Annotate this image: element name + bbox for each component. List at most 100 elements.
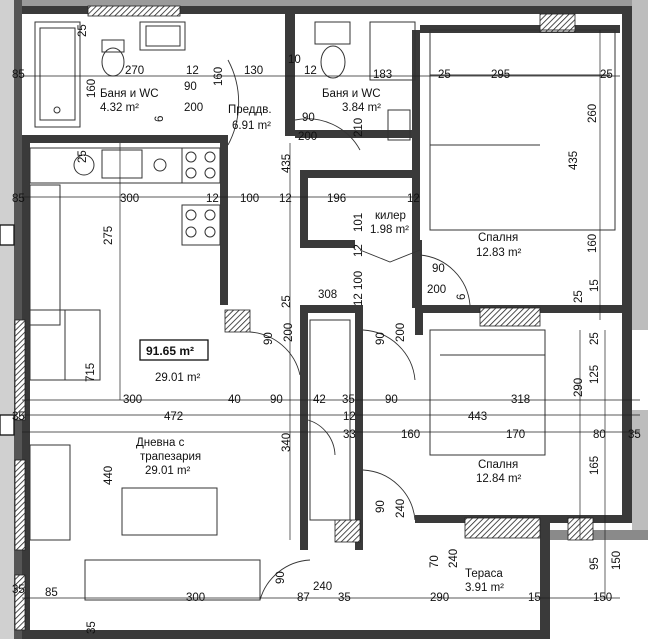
dim: 160 bbox=[86, 79, 98, 98]
dim: 150 bbox=[611, 551, 623, 570]
dim: 435 bbox=[281, 154, 293, 173]
dim: 443 bbox=[468, 411, 487, 423]
terrace-area: 3.91 m² bbox=[465, 582, 504, 594]
dim: 85 bbox=[45, 587, 58, 599]
dim: 200 bbox=[184, 102, 203, 114]
dim: 150 bbox=[593, 592, 612, 604]
dim: 25 bbox=[77, 150, 89, 163]
dim: 130 bbox=[244, 65, 263, 77]
bath2-area: 3.84 m² bbox=[342, 102, 381, 114]
dim: 90 bbox=[385, 394, 398, 406]
bath1-name: Баня и WC bbox=[100, 88, 159, 100]
dim: 200 bbox=[283, 323, 295, 342]
dim: 25 bbox=[77, 24, 89, 37]
dim: 25 bbox=[438, 69, 451, 81]
dim: 85 bbox=[12, 69, 25, 81]
hall-name: Преддв. bbox=[228, 104, 272, 116]
dim: 200 bbox=[298, 131, 317, 143]
dim: 33 bbox=[343, 429, 356, 441]
dim: 90 bbox=[432, 263, 445, 275]
dim: 90 bbox=[275, 571, 287, 584]
dim: 160 bbox=[587, 234, 599, 253]
dim: 340 bbox=[281, 433, 293, 452]
dim: 90 bbox=[270, 394, 283, 406]
dim: 35 bbox=[342, 394, 355, 406]
structural-columns bbox=[0, 5, 594, 631]
bath2-name: Баня и WC bbox=[322, 88, 381, 100]
living-name-line1: Дневна с bbox=[136, 437, 185, 449]
dim: 6 bbox=[154, 116, 166, 122]
dim: 42 bbox=[313, 394, 326, 406]
dim: 95 bbox=[589, 557, 601, 570]
dim: 90 bbox=[302, 112, 315, 124]
bedroom1-name: Спалня bbox=[478, 232, 518, 244]
terrace-name: Тераса bbox=[465, 568, 503, 580]
dim: 240 bbox=[448, 549, 460, 568]
dim: 12 bbox=[186, 65, 199, 77]
dim: 260 bbox=[587, 104, 599, 123]
dim: 90 bbox=[263, 332, 275, 345]
dim: 70 bbox=[429, 555, 441, 568]
dim: 12 bbox=[407, 193, 420, 205]
dim: 15 bbox=[528, 592, 541, 604]
bath1-area: 4.32 m² bbox=[100, 102, 139, 114]
living-total-area: 29.01 m² bbox=[155, 372, 201, 384]
dim: 85 bbox=[12, 193, 25, 205]
dim: 275 bbox=[103, 226, 115, 245]
dim: 6 bbox=[456, 294, 468, 300]
dim: 80 bbox=[593, 429, 606, 441]
fixtures bbox=[29, 21, 616, 601]
dim: 12 bbox=[279, 193, 292, 205]
dim: 25 bbox=[600, 69, 613, 81]
dim: 90 bbox=[184, 81, 197, 93]
dim: 183 bbox=[373, 69, 392, 81]
total-area-box bbox=[139, 339, 209, 361]
dim: 160 bbox=[213, 67, 225, 86]
dim: 295 bbox=[491, 69, 510, 81]
dim: 100 bbox=[240, 193, 259, 205]
dim: 12 bbox=[353, 244, 365, 257]
closet-area: 1.98 m² bbox=[370, 224, 409, 236]
dim: 35 bbox=[86, 621, 98, 634]
dim: 300 bbox=[120, 193, 139, 205]
dim: 101 bbox=[353, 213, 365, 232]
dim: 308 bbox=[318, 289, 337, 301]
dim: 240 bbox=[313, 581, 332, 593]
dim: 300 bbox=[123, 394, 142, 406]
living-name-line2: трапезария bbox=[140, 451, 201, 463]
dim: 210 bbox=[353, 118, 365, 137]
dim: 15 bbox=[589, 279, 601, 292]
dim: 270 bbox=[125, 65, 144, 77]
dim: 90 bbox=[375, 332, 387, 345]
dim: 318 bbox=[511, 394, 530, 406]
dimension-texts: 25 270 12 160 130 10 12 183 25 295 25 85… bbox=[12, 24, 641, 634]
dim: 35 bbox=[12, 584, 25, 596]
closet-name: килер bbox=[375, 210, 406, 222]
dim: 472 bbox=[164, 411, 183, 423]
dim: 35 bbox=[628, 429, 641, 441]
dim: 290 bbox=[573, 378, 585, 397]
dimension-lines bbox=[22, 30, 640, 600]
dim: 170 bbox=[506, 429, 525, 441]
dim: 25 bbox=[281, 295, 293, 308]
dim: 200 bbox=[427, 284, 446, 296]
dim: 40 bbox=[228, 394, 241, 406]
dim: 100 bbox=[353, 271, 365, 290]
dim: 240 bbox=[395, 499, 407, 518]
dim: 12 bbox=[304, 65, 317, 77]
dim: 12 bbox=[343, 411, 356, 423]
total-area: 91.65 m² bbox=[146, 344, 194, 358]
dim: 715 bbox=[85, 363, 97, 382]
dim: 125 bbox=[589, 365, 601, 384]
dim: 10 bbox=[288, 54, 301, 66]
dim: 25 bbox=[589, 332, 601, 345]
dim: 87 bbox=[297, 592, 310, 604]
dim: 12 bbox=[206, 193, 219, 205]
dim: 200 bbox=[395, 323, 407, 342]
bedroom1-area: 12.83 m² bbox=[476, 247, 522, 259]
doors bbox=[227, 59, 471, 601]
dim: 196 bbox=[327, 193, 346, 205]
dim: 440 bbox=[103, 466, 115, 485]
dim: 435 bbox=[568, 151, 580, 170]
